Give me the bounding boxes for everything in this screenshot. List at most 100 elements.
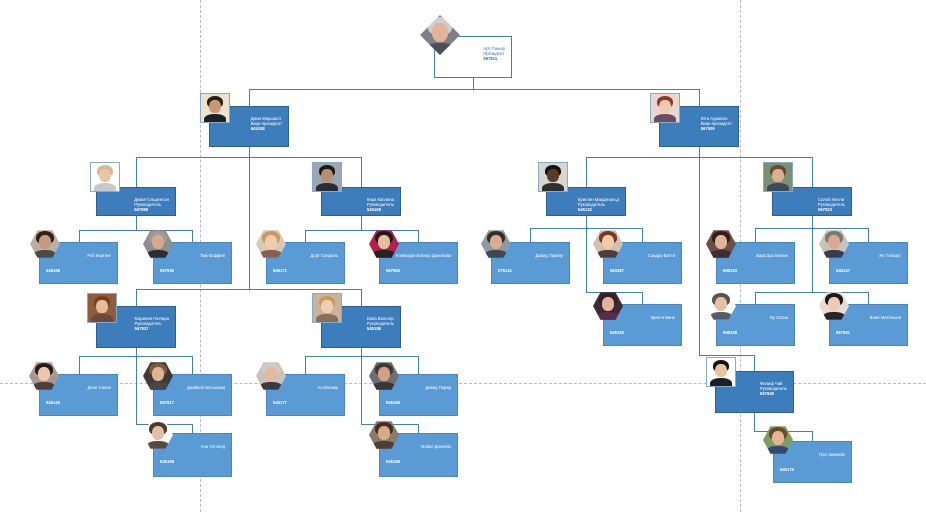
connector-line — [418, 356, 419, 374]
connector-line — [530, 228, 586, 229]
connector-line — [530, 228, 531, 242]
connector-line — [699, 355, 754, 356]
portrait-skin-shape — [152, 426, 164, 441]
employee-photo — [143, 230, 173, 258]
portrait-skin-shape — [321, 168, 333, 183]
portrait-skin-shape — [490, 235, 502, 250]
employee-title: Руководитель — [818, 202, 845, 208]
employee-name: Вова Вальтер — [367, 316, 394, 321]
employee-number: 567845 — [760, 391, 774, 397]
employee-number: 558158 — [723, 330, 737, 335]
portrait-skin-shape — [38, 367, 50, 382]
org-node-d7[interactable]: Грег Кимкейн 545176 — [773, 441, 852, 483]
employee-photo — [87, 293, 117, 323]
employee-name: Дене Силен — [87, 385, 111, 390]
portrait-body-shape — [709, 377, 733, 386]
employee-photo — [538, 162, 568, 192]
connector-line — [868, 292, 869, 304]
portrait-skin-shape — [265, 235, 277, 250]
connector-line — [192, 356, 193, 374]
connector-line — [305, 230, 306, 242]
connector-line — [812, 216, 813, 292]
portrait-body-shape — [372, 441, 396, 449]
portrait-skin-shape — [659, 99, 671, 114]
employee-name: Джейкоб Мэтьюзом — [187, 385, 225, 390]
connector-line — [249, 89, 250, 106]
connector-line — [812, 228, 868, 229]
connector-line — [136, 348, 137, 424]
node-text: Грег Кимкейн 545176 — [780, 452, 845, 472]
employee-number: 545176 — [780, 467, 794, 472]
employee-number: 558193 — [723, 268, 737, 273]
employee-name: Арт Гоньер — [483, 46, 505, 51]
employee-title: Руководитель — [134, 321, 162, 327]
employee-number: 567817 — [160, 400, 174, 405]
portrait-skin-shape — [772, 168, 784, 183]
portrait-skin-shape — [96, 299, 108, 314]
employee-name: Влия МаСеньев — [869, 315, 901, 320]
portrait-skin-shape — [602, 235, 614, 250]
connector-line — [79, 356, 80, 374]
employee-photo — [369, 230, 399, 258]
portrait-skin-shape — [715, 235, 727, 250]
employee-name: Джин Маршалл — [250, 116, 281, 121]
employee-number: 545156 — [386, 459, 400, 464]
connector-line — [192, 230, 193, 242]
portrait-body-shape — [822, 250, 846, 258]
connector-line — [755, 292, 812, 293]
connector-line — [699, 147, 700, 355]
employee-number: 567941 — [836, 330, 850, 335]
connector-line — [868, 228, 869, 242]
portrait-body-shape — [596, 312, 620, 320]
connector-line — [755, 228, 756, 242]
connector-line — [136, 216, 137, 230]
employee-name: Грег Кимкейн — [819, 452, 845, 457]
employee-name: Давид Паркер — [535, 253, 563, 258]
employee-photo — [30, 230, 60, 258]
employee-number: 545183 — [610, 330, 624, 335]
connector-line — [136, 157, 249, 158]
employee-name: Давид Первд — [425, 385, 451, 390]
portrait-body-shape — [259, 250, 283, 258]
connector-line — [361, 289, 362, 306]
employee-name: Юта Адамсон — [700, 116, 728, 121]
employee-name: Ян Тэлкорт — [879, 253, 901, 258]
employee-photo — [481, 230, 511, 258]
employee-name: Сандра Витти — [647, 253, 675, 258]
connector-line — [361, 157, 362, 187]
employee-number: 545158 — [366, 207, 381, 213]
employee-name: Салой Лилли — [818, 197, 845, 202]
portrait-body-shape — [541, 182, 565, 191]
portrait-body-shape — [372, 250, 396, 258]
employee-title: Вице-президент — [250, 121, 282, 127]
portrait-body-shape — [596, 250, 620, 258]
connector-line — [361, 348, 362, 424]
employee-number: 567009 — [700, 126, 715, 132]
portrait-body-shape — [484, 250, 508, 258]
portrait-skin-shape — [547, 168, 559, 183]
connector-line — [586, 228, 642, 229]
employee-number: 567937 — [134, 326, 149, 332]
connector-line — [699, 157, 812, 158]
portrait-skin-shape — [378, 426, 390, 441]
employee-photo — [312, 162, 342, 192]
node-text: Влия МаСеньев 567941 — [836, 315, 901, 335]
connector-line — [812, 431, 813, 441]
portrait-body-shape — [259, 382, 283, 390]
portrait-skin-shape — [152, 367, 164, 382]
